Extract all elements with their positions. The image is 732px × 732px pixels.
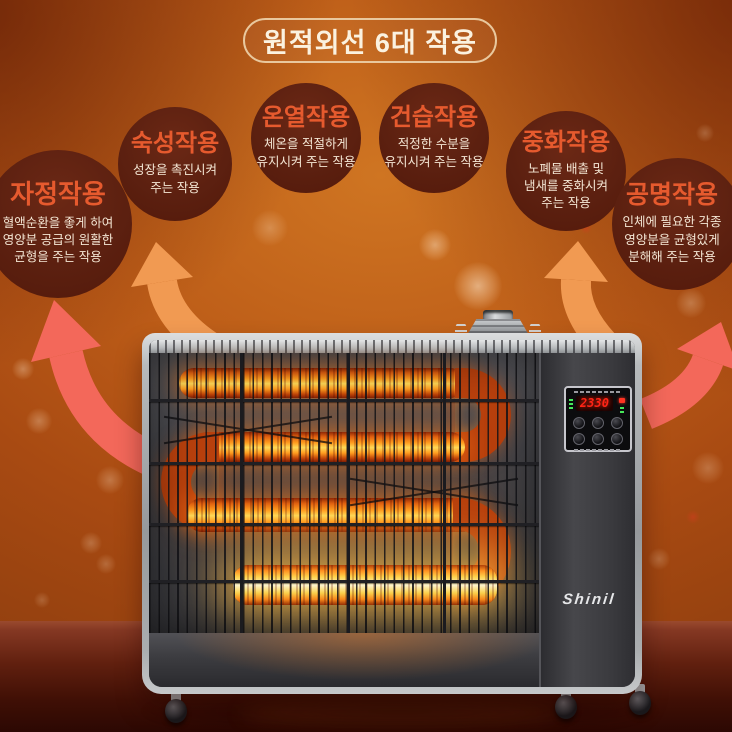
title-banner: 원적외선 6대 작용 [243,18,497,63]
effect-desc: 혈액순환을 좋게 하여 영양분 공급의 원활한 균형을 주는 작용 [2,215,114,265]
heater-body: 2330 Shinil [149,340,635,687]
grille-bar [149,462,539,465]
effect-title: 숙성작용 [130,130,220,158]
led-display: 2330 [576,396,613,411]
control-buttons [566,417,630,445]
effect-desc: 적정한 수분을 유지시켜 주는 작용 [384,137,484,169]
grille-post [240,353,243,633]
brand-logo: Shinil [561,591,617,608]
heater-grille [149,353,539,633]
control-button [573,433,585,445]
grille-bar [149,523,539,526]
caster-wheel [626,684,654,718]
control-button [611,433,623,445]
control-panel-label [574,391,622,393]
effect-desc: 성장을 촉진시켜 주는 작용 [133,163,217,195]
heater-top-rail [149,340,635,353]
grille-bar [149,580,539,583]
effect-desc: 체온을 적절하게 유지시켜 주는 작용 [256,137,356,169]
control-button [573,417,585,429]
effect-circle-neutralization: 중화작용 노폐물 배출 및 냄새를 중화시켜 주는 작용 [506,111,626,231]
effect-circle-thermal: 온열작용 체온을 적절하게 유지시켜 주는 작용 [251,83,361,193]
effect-title: 중화작용 [521,128,611,156]
effect-title: 자정작용 [10,179,106,210]
grille-post [347,353,350,633]
effect-circle-humidity-control: 건습작용 적정한 수분을 유지시켜 주는 작용 [379,83,489,193]
control-panel-label [574,449,622,451]
indicator-green-icon [620,405,624,413]
grille-post [443,353,446,633]
effect-title: 온열작용 [261,104,351,132]
heater-side-panel: 2330 Shinil [539,353,635,687]
indicator-green-icon [569,399,573,409]
control-panel: 2330 [564,386,632,452]
effect-desc: 인체에 필요한 각종 영양분을 균형있게 분해해 주는 작용 [622,215,722,264]
page-title: 원적외선 6대 작용 [263,28,477,58]
heater: 2330 Shinil [142,310,642,694]
caster-wheel [162,692,190,726]
heater-bottom-panel [149,633,539,687]
effect-circle-self-purification: 자정작용 혈액순환을 좋게 하여 영양분 공급의 원활한 균형을 주는 작용 [0,150,132,298]
control-button [592,417,604,429]
indicator-red-icon [619,398,625,403]
effect-title: 공명작용 [625,181,718,209]
control-button [592,433,604,445]
effect-circle-ripening: 숙성작용 성장을 촉진시켜 주는 작용 [118,107,232,221]
heater-reflection [240,700,560,726]
effect-circle-resonance: 공명작용 인체에 필요한 각종 영양분을 균형있게 분해해 주는 작용 [612,158,732,290]
control-button [611,417,623,429]
grille-wires [149,353,539,633]
grille-bar [149,399,539,402]
heat-arrow-right-red-icon [639,322,732,429]
effect-title: 건습작용 [389,104,479,132]
effect-desc: 노폐물 배출 및 냄새를 중화시켜 주는 작용 [524,161,608,211]
heat-arrow-right-orange-icon [544,241,616,355]
